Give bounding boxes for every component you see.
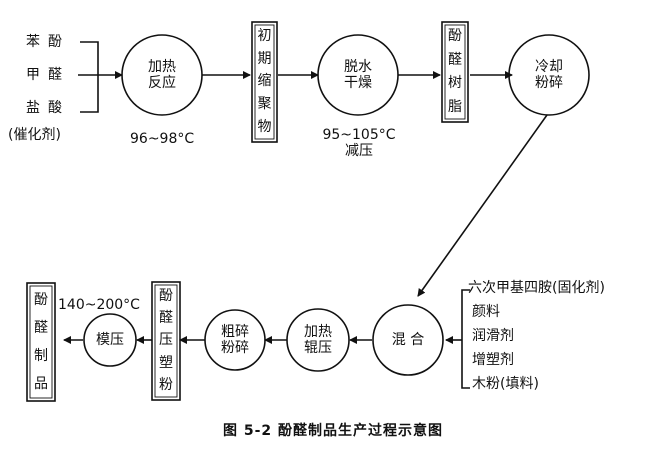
input-phenol: 苯酚 (26, 34, 70, 50)
cool-crush-circle (508, 34, 590, 116)
input-hcl: 盐酸 (26, 100, 70, 116)
resin-label: 酚醛树脂 (448, 28, 462, 115)
temp-react: 96~98°C (130, 131, 195, 147)
input-catalyst-note: (催化剂) (8, 127, 61, 143)
heat-react-circle (121, 34, 203, 116)
coarse-crush-label: 粗碎 粉碎 (221, 324, 249, 356)
coarse-crush-circle (204, 309, 266, 371)
press-label: 模压 (96, 332, 124, 348)
additive-woodflour: 木粉(填料) (472, 376, 539, 392)
additive-lubricant: 润滑剂 (472, 328, 514, 344)
condensate-label: 初期缩聚物 (257, 27, 272, 136)
press-circle (83, 313, 137, 367)
additive-hexamine: 六次甲基四胺(固化剂) (468, 280, 605, 296)
product-label: 酚醛制品 (34, 291, 48, 392)
heat-roll-circle (286, 308, 350, 372)
mix-label: 混 合 (391, 332, 425, 348)
temp-dehydrate: 95~105°C 减压 (322, 127, 396, 159)
additive-plasticizer: 增塑剂 (472, 352, 514, 368)
molding-powder-label: 酚醛压塑粉 (159, 287, 173, 394)
mix-circle (372, 304, 444, 376)
condensate-box (251, 21, 278, 143)
input-formaldehyde: 甲醛 (26, 67, 70, 83)
figure-caption: 图 5-2 酚醛制品生产过程示意图 (222, 423, 444, 439)
heat-roll-label: 加热 辊压 (304, 324, 332, 356)
dehydrate-circle (317, 34, 399, 116)
molding-powder-box (151, 281, 181, 401)
heat-react-label: 加热 反应 (148, 59, 176, 91)
dehydrate-label: 脱水 干燥 (344, 59, 372, 91)
cool-crush-label: 冷却 粉碎 (535, 59, 563, 91)
resin-box (441, 21, 469, 123)
additive-pigment: 颜料 (472, 304, 500, 320)
temp-press: 140~200°C (58, 297, 140, 313)
product-box (26, 282, 56, 402)
